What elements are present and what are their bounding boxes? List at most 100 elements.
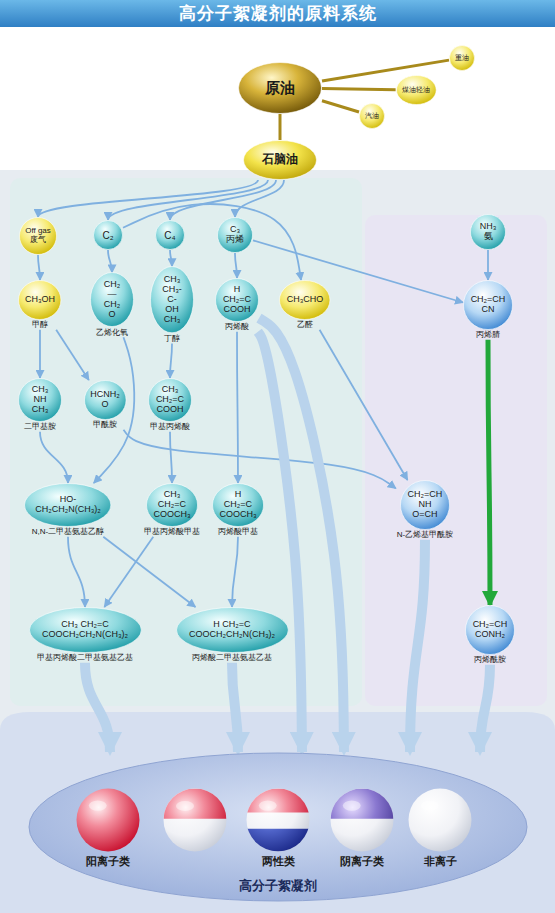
node-label: 丙烯酸甲基	[218, 528, 258, 537]
node-caption: 甲基丙烯酸甲基	[143, 528, 201, 537]
connector	[259, 318, 344, 752]
amphoteric-sphere: 两性类	[246, 788, 310, 867]
right-panel	[365, 215, 547, 706]
connector	[410, 540, 425, 752]
node-label: 石脑油	[262, 153, 298, 166]
connector	[170, 250, 172, 266]
node-inner: CH₃ CH₂=C COOH	[148, 378, 192, 422]
node-inner: C₂	[93, 220, 123, 250]
connector	[320, 330, 408, 480]
node-label: 乙烯化氧	[96, 329, 128, 338]
node-label: 氨	[484, 232, 493, 242]
connector	[322, 60, 449, 81]
connector	[235, 253, 237, 278]
chemical-node: H CH₂=C COOH 丙烯酸	[215, 278, 259, 332]
chemical-node: CH₂—CH₂ O 乙烯化氧	[90, 272, 134, 337]
connector	[322, 101, 359, 112]
node-ellipse	[25, 484, 111, 527]
connector	[68, 537, 85, 607]
node-caption: 丙烯酸	[215, 323, 259, 332]
node-label: 丙烯酸	[225, 323, 249, 332]
node-label: N-乙烯基甲酰胺	[397, 531, 453, 540]
connector	[40, 432, 68, 483]
formula-text: CH₂=CH NH O=CH	[408, 490, 443, 520]
node-ellipse	[218, 218, 253, 253]
nonionic-sphere: 非离子	[408, 788, 472, 867]
node-ellipse	[149, 379, 192, 422]
connector	[236, 332, 239, 483]
node-ellipse	[84, 381, 126, 420]
feedstock-node: NH₃氨	[470, 214, 506, 250]
crude-oil-node: 原油	[238, 62, 322, 114]
connector	[232, 663, 238, 752]
node-label: 重油	[455, 54, 469, 62]
node-ellipse	[91, 273, 134, 327]
connector	[232, 537, 238, 607]
node-inner: CH₃CHO	[279, 280, 330, 320]
node-inner: CH₃ NH CH₃	[18, 378, 62, 422]
chemical-node: CH₂=CH CN丙烯腈	[463, 280, 513, 340]
node-ellipse	[176, 608, 288, 653]
node-caption: 甲醇	[18, 321, 61, 330]
monomer-node: H CH₂=C COOCH₂CH₂N(CH₃)₂丙烯酸二甲基氨基乙基	[176, 607, 289, 663]
monomer-node: HO-CH₂CH₂N(CH₃)₂N,N-二甲基氨基乙醇	[24, 483, 111, 537]
sphere-highlight	[343, 800, 361, 810]
chemical-node: CH₃ NH CH₃二甲基胺	[18, 378, 62, 432]
node-label: 甲基丙烯酸二甲基氨基乙基	[37, 654, 133, 663]
node-inner: C₄	[155, 220, 185, 250]
monomer-node: CH₃ CH₂=C COOCH₃甲基丙烯酸甲基	[143, 483, 201, 537]
node-label: C₂	[102, 230, 113, 241]
node-inner: HO-CH₂CH₂N(CH₃)₂	[24, 483, 111, 527]
connector	[38, 255, 40, 280]
node-inner	[246, 788, 310, 852]
node-inner: H CH₂=C COOH	[215, 278, 259, 322]
node-label: Off gas	[25, 227, 51, 236]
feedstock-node: C₄	[155, 220, 185, 250]
title-bar: 高分子絮凝剂的原料系统	[0, 0, 555, 27]
node-inner	[76, 788, 140, 852]
node-caption: 甲基丙烯酸二甲基氨基乙基	[29, 654, 142, 663]
node-inner: CH₃OH	[18, 280, 61, 320]
node-ellipse	[216, 279, 259, 322]
connector	[123, 204, 301, 280]
formula-text: CH₂=CH CN	[471, 295, 506, 315]
monomer-node: CH₂=CH CONH₂丙烯酰胺	[465, 605, 515, 665]
node-inner: 石脑油	[243, 140, 317, 180]
chemical-node: CH₃ CH₂=C COOH甲基丙烯酸	[148, 378, 192, 432]
sphere-body	[409, 789, 472, 852]
sphere-body	[164, 789, 227, 852]
sphere-cap	[247, 789, 310, 852]
bottom-ground	[0, 712, 555, 913]
node-inner: HCNH₂ O	[84, 380, 127, 420]
node-label: 甲酰胺	[93, 421, 117, 430]
connector	[170, 432, 172, 483]
chemical-node: CH₃OH甲醇	[18, 280, 61, 330]
naphtha-node: 石脑油	[243, 140, 317, 180]
node-inner: Off gas废气	[19, 217, 57, 255]
node-inner: NH₃氨	[470, 214, 506, 250]
node-shape	[330, 788, 394, 852]
monomer-node: CH₃ CH₂=C COOCH₂CH₂N(CH₃)₂甲基丙烯酸二甲基氨基乙基	[29, 607, 142, 663]
flocculant-band: 高分子絮凝剂阳离子类两性类阴离子类非离子	[28, 752, 528, 902]
formula-text: H CH₂=C COOH	[223, 285, 251, 315]
connector	[170, 180, 276, 220]
connector	[488, 340, 490, 605]
connector	[170, 343, 172, 378]
node-ellipse	[280, 281, 330, 320]
sphere-body	[247, 789, 310, 852]
node-inner: CH₂—CH₂ O	[90, 272, 134, 327]
node-caption: 高分子絮凝剂	[28, 879, 528, 893]
node-ellipse	[156, 221, 185, 250]
node-label: 煤油轻油	[402, 86, 430, 94]
node-label: 丙烯	[226, 235, 244, 245]
connector	[108, 180, 268, 220]
node-ellipse	[94, 221, 123, 250]
node-ellipse	[151, 267, 194, 333]
node-label: 阳离子类	[86, 855, 130, 867]
formula-text: H CH₂=C COOCH₃	[219, 490, 256, 520]
formula-text: CH₃CHO	[287, 295, 324, 305]
connector	[38, 180, 258, 217]
